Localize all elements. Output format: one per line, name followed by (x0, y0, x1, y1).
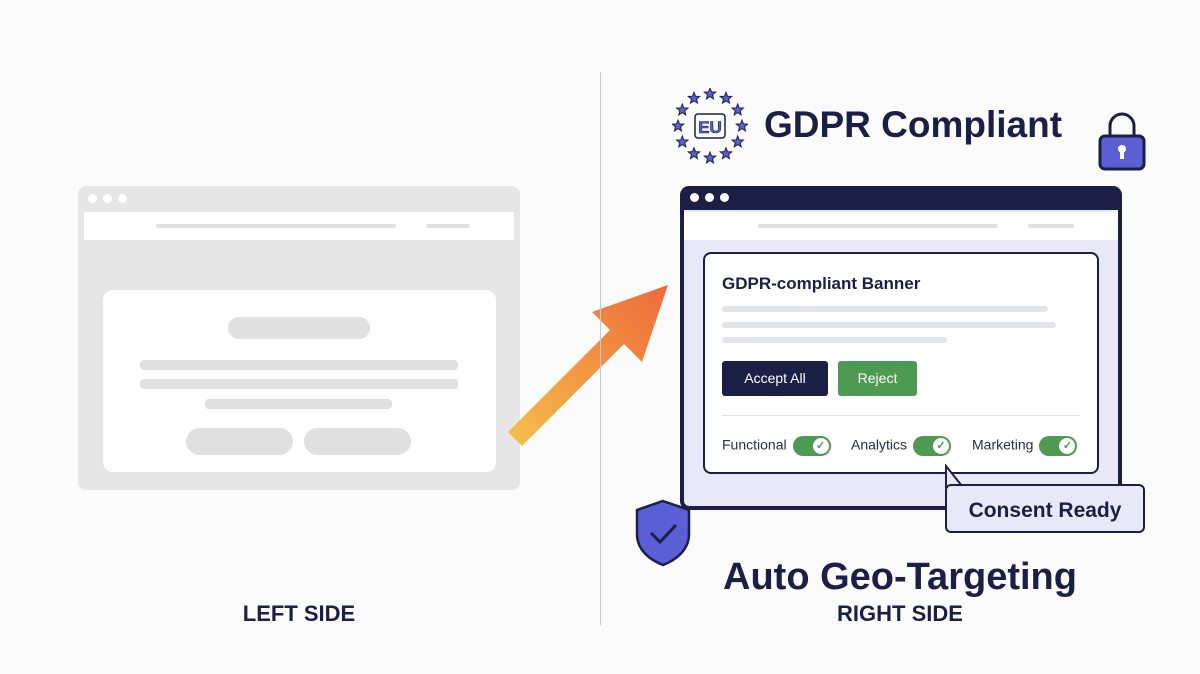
header-title: GDPR Compliant (764, 104, 1063, 145)
star-icon (730, 134, 745, 149)
banner-divider (722, 415, 1080, 416)
check-icon: ✓ (933, 438, 950, 454)
functional-toggle[interactable]: ✓ (792, 436, 831, 456)
bubble-tail (945, 464, 963, 488)
shield-check-icon (635, 499, 691, 567)
star-icon (703, 150, 717, 164)
transform-arrow-icon (508, 285, 668, 446)
banner-title: GDPR-compliant Banner (722, 274, 921, 293)
star-icon (672, 118, 685, 133)
left-browser-mockup (78, 186, 520, 490)
analytics-toggle[interactable]: ✓ (913, 436, 952, 456)
star-icon (675, 102, 690, 117)
star-icon (719, 90, 733, 105)
star-icon (730, 102, 745, 117)
star-icon (675, 134, 690, 149)
star-icon (703, 88, 717, 101)
consent-banner: GDPR-compliant Banner Accept All Reject (703, 252, 1099, 474)
marketing-toggle[interactable]: ✓ (1039, 436, 1078, 456)
lock-icon (1098, 112, 1146, 171)
star-icon (687, 90, 701, 105)
accept-all-button[interactable]: Accept All (722, 361, 828, 396)
left-caption: LEFT SIDE (242, 601, 356, 626)
pref-marketing[interactable]: Marketing✓ (972, 436, 1078, 456)
check-icon: ✓ (812, 438, 829, 454)
pref-analytics[interactable]: Analytics✓ (851, 436, 952, 456)
consent-ready-bubble: Consent Ready (945, 484, 1145, 533)
check-icon: ✓ (1059, 438, 1076, 454)
left-placeholder-card (103, 290, 496, 472)
star-icon (687, 146, 701, 160)
right-title: Auto Geo-Targeting (723, 556, 1077, 598)
pref-functional[interactable]: Functional✓ (722, 436, 831, 456)
eu-stars-icon: EU (672, 88, 748, 164)
right-caption: RIGHT SIDE (837, 601, 963, 626)
star-icon (719, 146, 733, 160)
divider (600, 72, 601, 625)
star-icon (735, 118, 748, 133)
eu-badge-text: EU (698, 118, 722, 137)
reject-button[interactable]: Reject (838, 361, 917, 396)
